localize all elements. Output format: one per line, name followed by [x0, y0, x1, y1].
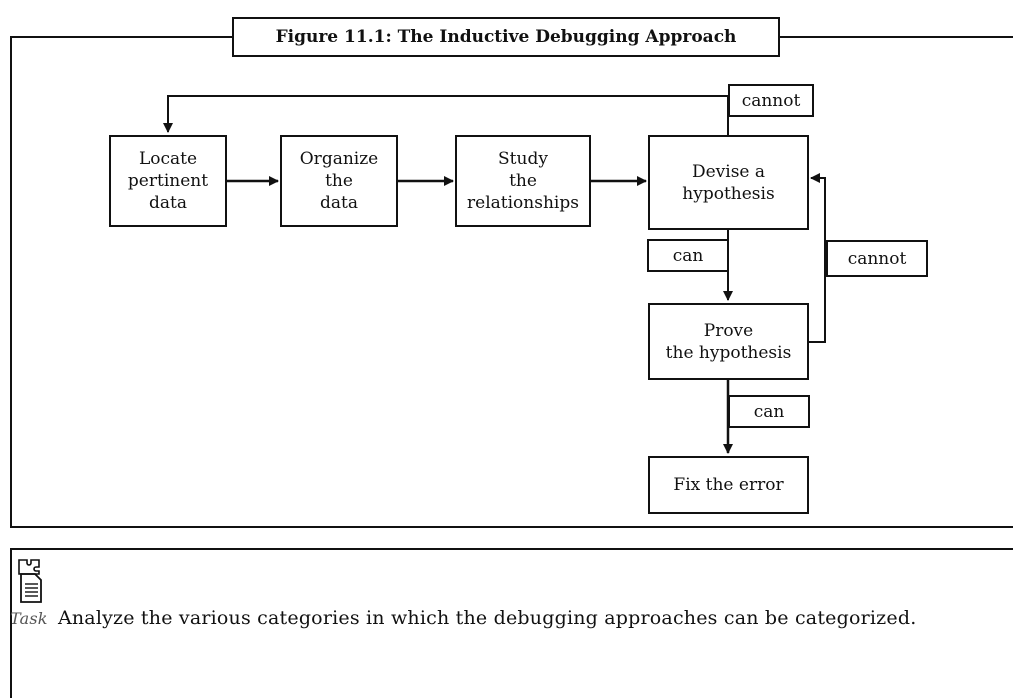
task-box [10, 548, 1013, 698]
figure-title: Figure 11.1: The Inductive Debugging App… [232, 17, 780, 57]
task-text: Analyze the various categories in which … [57, 607, 917, 629]
edge-label-can-devise: can [647, 239, 729, 272]
node-locate-data: Locate pertinent data [109, 135, 227, 227]
node-organize-data: Organize the data [280, 135, 398, 227]
node-fix-error: Fix the error [648, 456, 809, 514]
puzzle-document-icon [18, 559, 42, 603]
node-prove-hypothesis: Prove the hypothesis [648, 303, 809, 380]
task-label: Task [10, 609, 48, 628]
node-study-relationships: Study the relationships [455, 135, 591, 227]
edge-prove-to-devise [808, 173, 826, 343]
node-devise-hypothesis: Devise a hypothesis [648, 135, 809, 230]
task-description: Task Analyze the various categories in w… [10, 604, 1000, 633]
edge-label-can-prove: can [728, 395, 810, 428]
edge-label-cannot-top: cannot [728, 84, 814, 117]
edge-label-cannot-right: cannot [826, 240, 928, 277]
edge-devise-to-locate [163, 95, 729, 136]
